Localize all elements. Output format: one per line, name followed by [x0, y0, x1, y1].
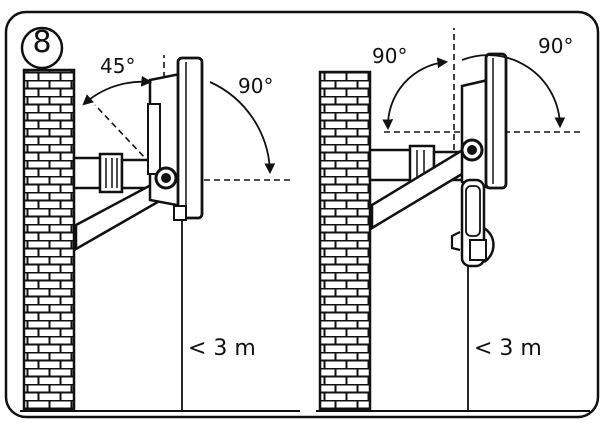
step-number: 8: [32, 25, 52, 60]
left-wall-bracket: [72, 152, 154, 194]
right-angle-down-label: 90°: [538, 34, 574, 58]
right-panel: [316, 28, 590, 412]
left-floodlight: [147, 56, 204, 221]
right-hanging-floodlight: [450, 178, 495, 268]
right-brick-wall: [318, 70, 372, 412]
step-badge: [20, 26, 64, 70]
right-arc-right-90: [461, 54, 566, 129]
left-angle-up-label: 45°: [100, 54, 136, 78]
left-arc-45: [82, 75, 153, 106]
right-arc-left-90: [382, 57, 449, 131]
left-brick-wall: [22, 68, 76, 412]
left-arc-90: [209, 81, 276, 175]
right-angle-up-label: 90°: [372, 44, 408, 68]
left-distance-label: < 3 m: [188, 336, 256, 361]
right-distance-label: < 3 m: [474, 336, 542, 361]
left-angle-down-label: 90°: [238, 74, 274, 98]
left-panel: [20, 55, 300, 412]
